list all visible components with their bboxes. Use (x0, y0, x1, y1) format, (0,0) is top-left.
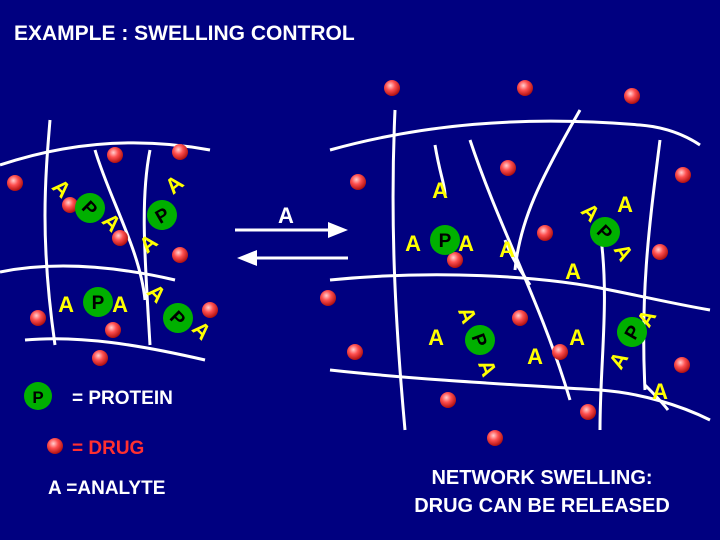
protein-label: P (92, 293, 105, 314)
network-strand (43, 119, 57, 346)
drug-molecule (112, 230, 128, 246)
network-strand (329, 273, 711, 312)
legend-drug-swatch (47, 438, 63, 454)
protein-circle (75, 193, 105, 223)
drug-molecule (350, 174, 366, 190)
drug-molecule (517, 80, 533, 96)
protein-molecule: P (617, 317, 647, 347)
drug-molecule (347, 344, 363, 360)
protein-circle (83, 287, 113, 317)
analyte-molecule: A (652, 379, 668, 404)
network-strand (0, 264, 176, 282)
analyte-molecule: A (617, 192, 633, 217)
network-strand (468, 139, 572, 401)
caption-line-1: NETWORK SWELLING: (431, 467, 652, 489)
network-strand (433, 144, 447, 196)
drug-molecule (500, 160, 516, 176)
analyte-molecule: A (453, 303, 482, 327)
protein-molecule: P (83, 287, 113, 317)
analyte-molecule: A (112, 292, 128, 317)
legend-protein-label: = PROTEIN (72, 388, 173, 409)
drug-molecule (105, 322, 121, 338)
legend: P = PROTEIN = DRUG A =ANALYTE (24, 382, 173, 499)
drug-molecule (580, 404, 596, 420)
drug-molecule (384, 80, 400, 96)
analyte-molecule: A (458, 231, 474, 256)
analyte-molecule: A (499, 237, 515, 262)
drug-molecule (30, 310, 46, 326)
drug-molecule (172, 144, 188, 160)
analyte-molecule: A (432, 178, 448, 203)
protein-circle (590, 217, 620, 247)
drug-molecule (62, 197, 78, 213)
analyte-molecule: A (569, 325, 585, 350)
swollen-network (329, 109, 711, 431)
drug-molecule (552, 344, 568, 360)
analyte-molecule: A (565, 259, 581, 284)
drug-molecule (440, 392, 456, 408)
network-strand (642, 139, 662, 391)
protein-circle (465, 325, 495, 355)
protein-molecule: P (430, 225, 460, 255)
network-strand (93, 149, 147, 301)
analyte-molecule: A (428, 325, 444, 350)
protein-molecule: P (163, 303, 193, 333)
network-strand (24, 337, 206, 362)
drug-molecule (107, 147, 123, 163)
drug-molecule (92, 350, 108, 366)
protein-molecule: P (465, 325, 495, 355)
drug-molecule (674, 357, 690, 373)
reverse-arrow-head (237, 250, 257, 266)
protein-molecule: P (75, 193, 105, 223)
analyte-molecule: A (473, 356, 502, 380)
network-strand (513, 109, 582, 271)
protein-layer: P P P P P P P P (75, 193, 647, 355)
network-strand (643, 383, 670, 411)
legend-drug-label: = DRUG (72, 438, 144, 459)
analyte-molecule: A (58, 292, 74, 317)
drug-molecule (447, 252, 463, 268)
network-strand (142, 149, 152, 346)
protein-circle (147, 200, 177, 230)
drug-molecule (652, 244, 668, 260)
network-strand (503, 239, 532, 286)
protein-circle (430, 225, 460, 255)
drug-molecule (172, 247, 188, 263)
analyte-molecule: A (134, 229, 162, 258)
drug-molecule (624, 88, 640, 104)
legend-protein-symbol: P (32, 388, 43, 407)
forward-arrow-head (328, 222, 348, 238)
analyte-molecule: A (604, 347, 634, 373)
drug-molecule (675, 167, 691, 183)
page-title: EXAMPLE : SWELLING CONTROL (14, 22, 355, 45)
protein-circle (617, 317, 647, 347)
network-strand (391, 109, 407, 431)
drug-molecule (512, 310, 528, 326)
legend-protein-swatch (24, 382, 52, 410)
network-strand (598, 229, 606, 431)
arrow-label: A (278, 203, 294, 228)
analyte-molecule: A (527, 344, 543, 369)
protein-label: P (439, 231, 452, 252)
network-strand (329, 119, 701, 152)
caption-line-2: DRUG CAN BE RELEASED (414, 495, 670, 517)
analyte-molecule: A (405, 231, 421, 256)
analyte-molecule: A (160, 170, 188, 199)
equilibrium-arrows (235, 222, 348, 266)
drug-molecule (7, 175, 23, 191)
drug-molecule (487, 430, 503, 446)
drug-molecule (202, 302, 218, 318)
drug-molecule (537, 225, 553, 241)
protein-circle (163, 303, 193, 333)
protein-molecule: P (147, 200, 177, 230)
protein-molecule: P (590, 217, 620, 247)
drug-layer (7, 80, 691, 446)
legend-analyte-label: A =ANALYTE (48, 478, 165, 499)
drug-molecule (320, 290, 336, 306)
